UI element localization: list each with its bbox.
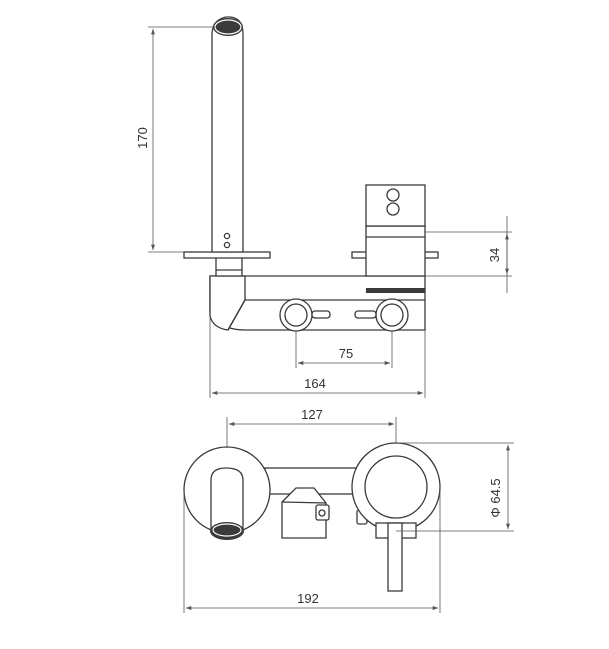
hub-screw-upper [386, 188, 400, 202]
side-view-dimensions: 170 34 75 164 [135, 26, 512, 398]
dim-mixer-projection: 34 [487, 248, 502, 262]
mixer-lever-hub-side [365, 184, 426, 227]
dim-spout-height: 170 [135, 127, 150, 149]
spout-pipe [211, 16, 244, 253]
mixer-seal-ring [366, 288, 425, 293]
spout-neck [215, 256, 243, 277]
dim-overall-width: 192 [297, 591, 319, 606]
dim-outlet-centres: 75 [339, 346, 353, 361]
mixer-hub-front [364, 455, 428, 519]
spout-outlet-front [210, 522, 244, 540]
spout-backplate-side [183, 251, 271, 259]
dim-body-length: 164 [304, 376, 326, 391]
spout-outlet-side [213, 18, 243, 36]
spout-grub-screw [223, 232, 231, 240]
mixer-lever [387, 522, 403, 592]
hub-screw-lower [386, 202, 400, 216]
spout-front [210, 467, 244, 531]
mixer-cartridge-body [365, 225, 426, 277]
dim-plate-diameter: Φ 64.5 [488, 478, 503, 517]
front-view [183, 442, 441, 592]
front-view-dimensions: 127 Φ 64.5 192 [183, 407, 514, 613]
dim-plate-centres: 127 [301, 407, 323, 422]
side-elevation-view [183, 16, 439, 332]
